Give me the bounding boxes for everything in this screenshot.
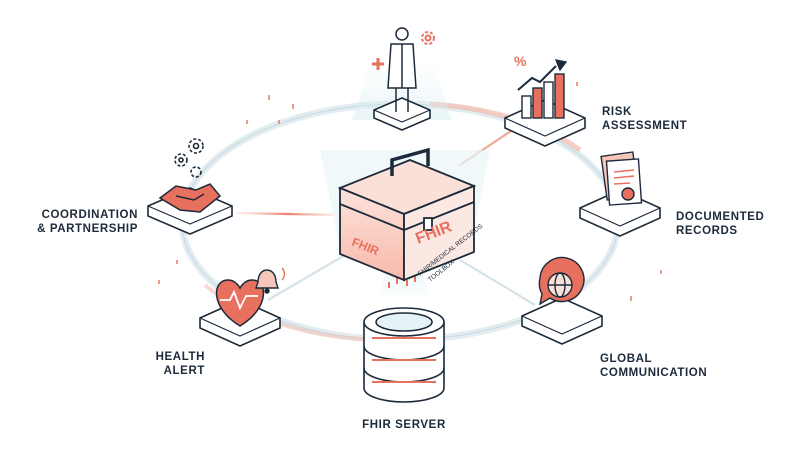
chat-globe-icon — [538, 256, 585, 306]
risk-label-line1: RISK — [602, 106, 632, 118]
data-particles — [388, 272, 416, 288]
bar-growth-icon — [517, 59, 568, 119]
risk-assessment-label: RISK ASSESSMENT — [602, 105, 687, 133]
sparkles — [158, 82, 662, 301]
coordination-node — [147, 138, 233, 235]
handshake-icon — [158, 183, 222, 213]
hub-connectors — [234, 124, 585, 306]
database-icon — [363, 307, 445, 403]
health-label-line1: HEALTH — [155, 351, 205, 363]
doctor-icon — [387, 27, 417, 112]
documented-records-label: DOCUMENTED RECORDS — [676, 210, 764, 238]
global-label-line2: COMMUNICATION — [600, 367, 708, 379]
documented-label-line1: DOCUMENTED — [676, 211, 765, 223]
documented-records-node — [579, 151, 661, 237]
doctor-node — [352, 27, 452, 131]
gears-icon — [174, 138, 204, 178]
global-communication-label: GLOBAL COMMUNICATION — [600, 352, 707, 380]
fhir-server-label: FHIR SERVER — [350, 418, 458, 432]
toolbox-hub: FHIR FHIR FHIR/MEDICAL RECORDS TOOLBOX — [320, 147, 490, 284]
risk-assessment-node: % — [504, 53, 586, 147]
plus-icon — [372, 58, 384, 70]
server-label-line1: FHIR SERVER — [362, 419, 446, 431]
coordination-label-line2: & PARTNERSHIP — [37, 223, 138, 235]
toolbox-icon — [337, 147, 477, 282]
gear-icon — [421, 31, 435, 45]
health-label-line2: ALERT — [163, 365, 205, 377]
health-alert-node — [199, 267, 286, 347]
bell-icon — [255, 267, 286, 294]
fhir-server-node — [363, 270, 445, 403]
global-communication-node — [521, 256, 603, 345]
global-label-line1: GLOBAL — [600, 353, 653, 365]
coordination-label-line1: COORDINATION — [41, 209, 138, 221]
documented-label-line2: RECORDS — [676, 225, 738, 237]
document-icon — [600, 151, 643, 206]
health-alert-label: HEALTH ALERT — [130, 350, 205, 378]
coordination-label: COORDINATION & PARTNERSHIP — [30, 208, 138, 236]
risk-label-line2: ASSESSMENT — [602, 120, 688, 132]
percent-icon: % — [514, 53, 527, 69]
